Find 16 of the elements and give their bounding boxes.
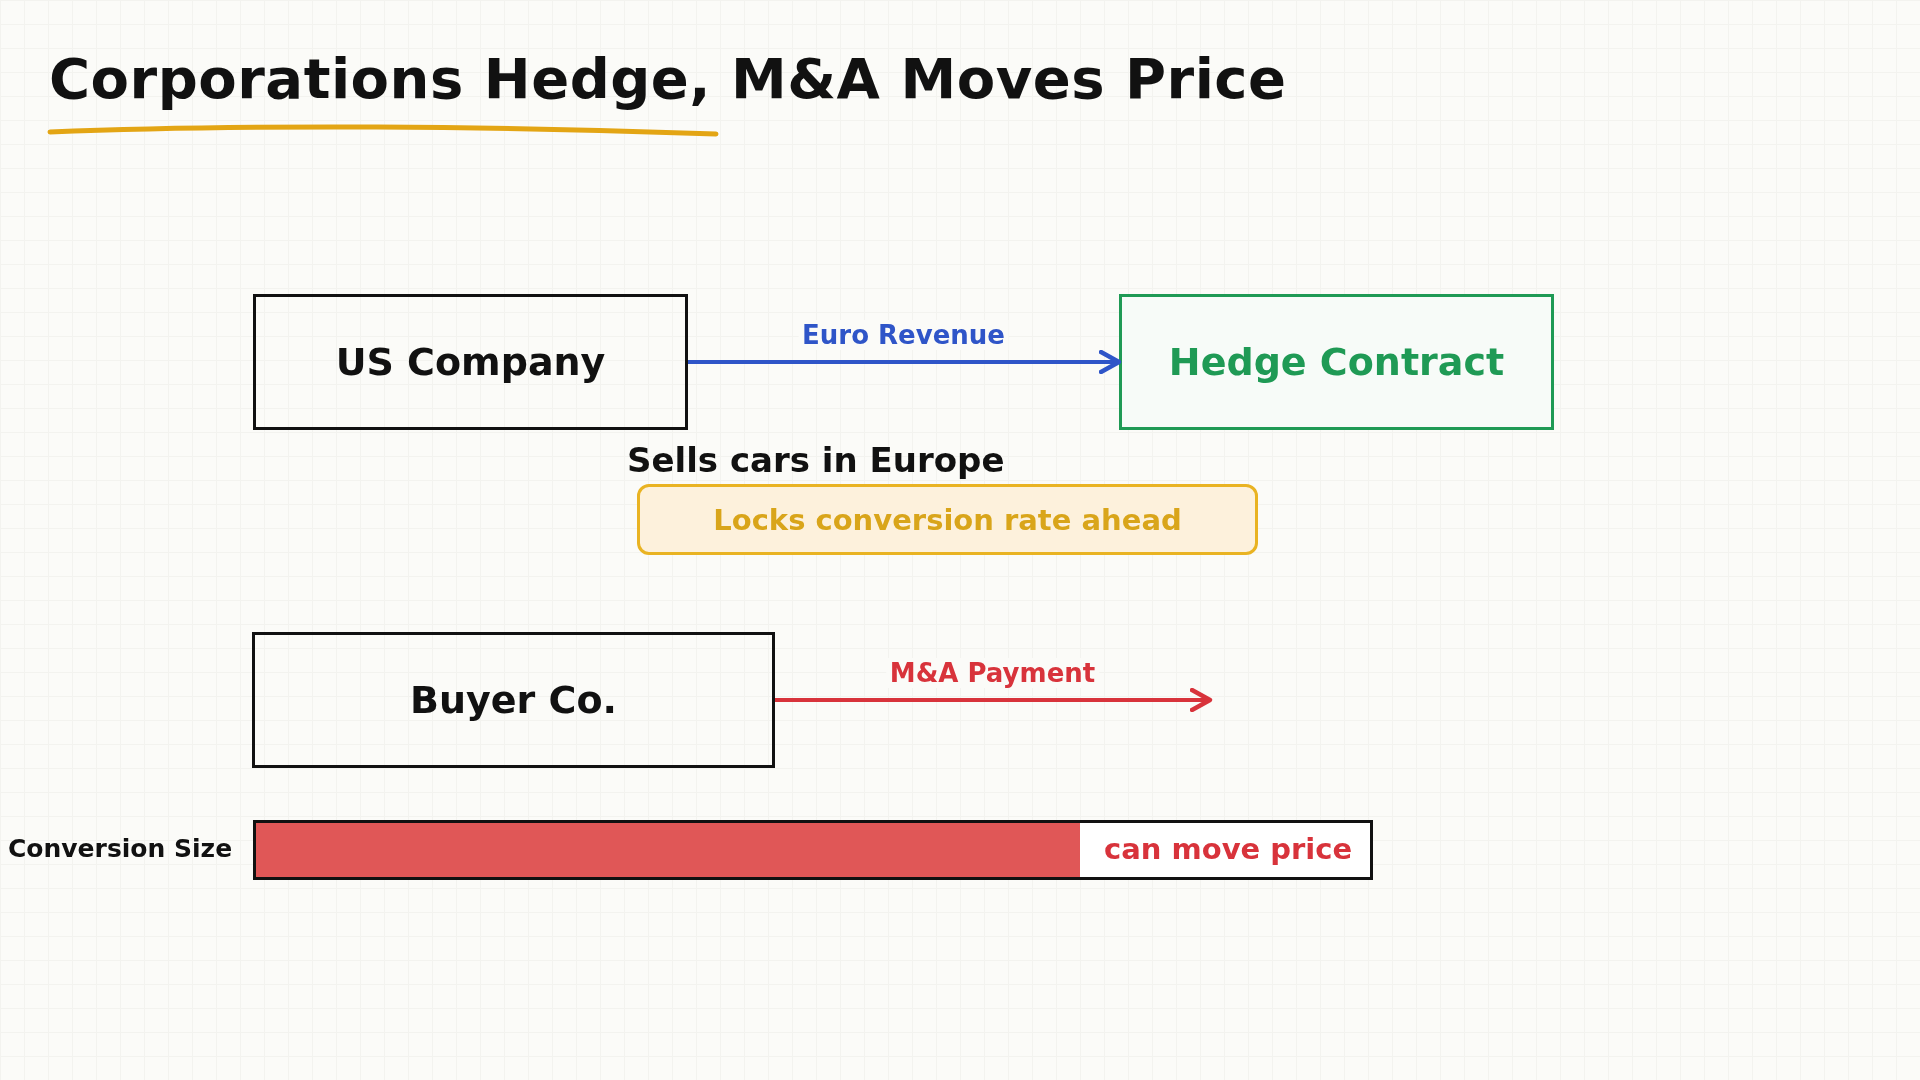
title: Corporations Hedge, M&A Moves Price xyxy=(49,46,1287,111)
process-box xyxy=(253,294,688,430)
box-text: Locks conversion rate ahead xyxy=(713,502,1182,537)
process-box xyxy=(1119,294,1554,430)
arrow xyxy=(688,349,1122,375)
process-box xyxy=(252,632,775,768)
box-text: US Company xyxy=(335,340,606,384)
edge-label: M&A Payment xyxy=(885,658,1100,688)
box-text: Hedge Contract xyxy=(1168,340,1505,384)
text-label: Conversion Size xyxy=(8,834,233,864)
text-label: can move price xyxy=(1104,832,1353,867)
edge-label: Euro Revenue xyxy=(798,320,1009,350)
arrow xyxy=(775,687,1213,713)
text-label: Sells cars in Europe xyxy=(627,440,1005,481)
box-text: Buyer Co. xyxy=(410,678,617,722)
process-box xyxy=(637,484,1258,555)
